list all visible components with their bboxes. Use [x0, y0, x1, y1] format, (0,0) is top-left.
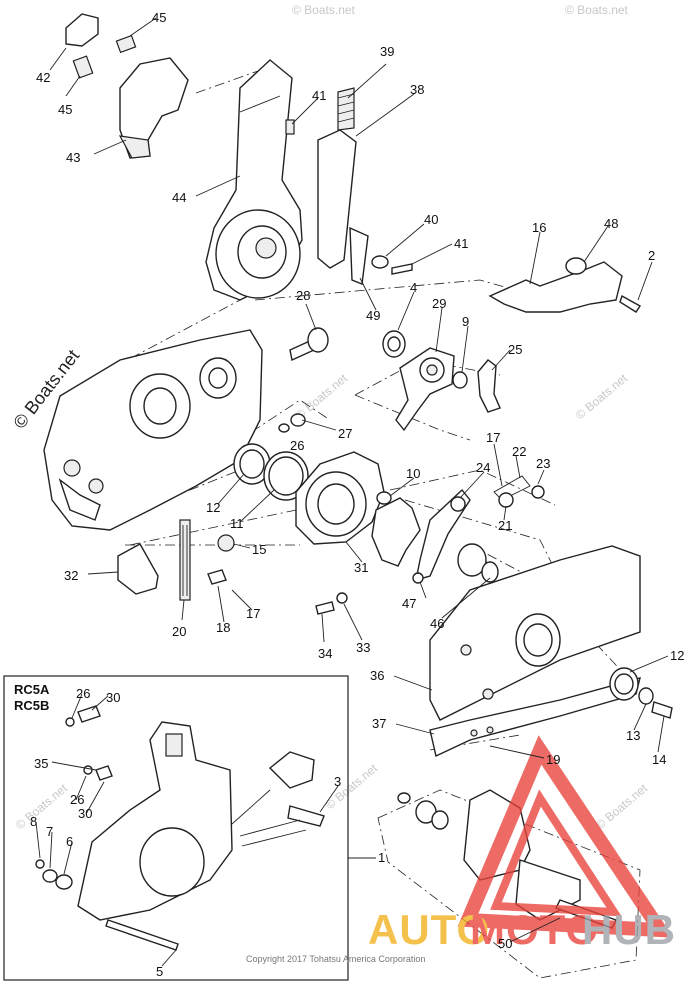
- callout-41: 41: [454, 236, 468, 251]
- brand-text-moto: MOTO: [470, 906, 599, 953]
- callout-8: 8: [30, 814, 37, 829]
- inset-label-rc5a: RC5A: [14, 682, 50, 697]
- callout-16: 16: [532, 220, 546, 235]
- switch-47: [457, 543, 499, 583]
- shaft-28: [289, 327, 329, 362]
- callout-22: 22: [512, 444, 526, 459]
- callout-24: 24: [476, 460, 490, 475]
- callout-21: 21: [498, 518, 512, 533]
- main-housing: [43, 329, 263, 531]
- callout-28: 28: [296, 288, 310, 303]
- callout-9: 9: [462, 314, 469, 329]
- watermark: © Boats.net: [292, 3, 356, 17]
- callout-2: 2: [648, 248, 655, 263]
- callout-45: 45: [152, 10, 166, 25]
- callout-37: 37: [372, 716, 386, 731]
- callout-48: 48: [604, 216, 618, 231]
- callout-26: 26: [70, 792, 84, 807]
- watermark: © Boats.net: [565, 3, 629, 17]
- callout-46: 46: [430, 616, 444, 631]
- callout-31: 31: [354, 560, 368, 575]
- callout-6: 6: [66, 834, 73, 849]
- callout-17: 17: [246, 606, 260, 621]
- brand-triangle: [457, 735, 674, 938]
- callout-26: 26: [290, 438, 304, 453]
- callout-18: 18: [216, 620, 230, 635]
- callout-17: 17: [486, 430, 500, 445]
- small-parts: [117, 519, 348, 615]
- callout-26: 26: [76, 686, 90, 701]
- callout-27: 27: [338, 426, 352, 441]
- callout-34: 34: [318, 646, 332, 661]
- bracket-38: [285, 87, 369, 285]
- callout-35: 35: [34, 756, 48, 771]
- callout-20: 20: [172, 624, 186, 639]
- callout-5: 5: [156, 964, 163, 979]
- callout-labels: 45 42 45 43 44 41 39 38 40 41 16 48 2 28…: [30, 10, 684, 979]
- copyright-text: Copyright 2017 Tohatsu America Corporati…: [246, 954, 425, 964]
- callout-14: 14: [652, 752, 666, 767]
- gear-31: [217, 451, 385, 552]
- callout-50: 50: [498, 936, 512, 951]
- bolt-14-group: [609, 667, 673, 719]
- callout-12: 12: [670, 648, 684, 663]
- spring-parts: [493, 475, 545, 508]
- callout-23: 23: [536, 456, 550, 471]
- callout-13: 13: [626, 728, 640, 743]
- callout-41: 41: [312, 88, 326, 103]
- callout-36: 36: [370, 668, 384, 683]
- link-plate: [371, 488, 471, 584]
- cam-plate-29: [395, 347, 501, 432]
- brand-text-auto: AUTO: [368, 906, 490, 953]
- callout-42: 42: [36, 70, 50, 85]
- watermark: © Boats.net: [13, 781, 71, 833]
- handle-grip-group: [65, 13, 189, 159]
- callout-43: 43: [66, 150, 80, 165]
- callout-7: 7: [46, 824, 53, 839]
- callout-11: 11: [230, 516, 244, 531]
- callout-4: 4: [410, 280, 417, 295]
- brand-logo: AUTO MOTO HUB: [368, 735, 676, 953]
- callout-32: 32: [64, 568, 78, 583]
- callout-30: 30: [106, 690, 120, 705]
- callout-1: 1: [378, 850, 385, 865]
- inset-label-rc5b: RC5B: [14, 698, 49, 713]
- watermark: © Boats.net: [593, 781, 651, 833]
- washer-40: [371, 255, 413, 275]
- callout-19: 19: [546, 752, 560, 767]
- callout-49: 49: [366, 308, 380, 323]
- callout-12: 12: [206, 500, 220, 515]
- callout-33: 33: [356, 640, 370, 655]
- brand-text-hub: HUB: [582, 906, 676, 953]
- callout-25: 25: [508, 342, 522, 357]
- callout-47: 47: [402, 596, 416, 611]
- side-plate-36: [429, 545, 641, 758]
- inset-box: RC5A RC5B: [3, 675, 349, 981]
- callout-30: 30: [78, 806, 92, 821]
- rings: [233, 330, 406, 501]
- cover-plate-16: [488, 257, 642, 313]
- callout-10: 10: [406, 466, 420, 481]
- callout-39: 39: [380, 44, 394, 59]
- callout-29: 29: [432, 296, 446, 311]
- callout-15: 15: [252, 542, 266, 557]
- watermark: © Boats.net: [573, 371, 631, 423]
- callout-44: 44: [172, 190, 186, 205]
- callout-40: 40: [424, 212, 438, 227]
- callout-3: 3: [334, 774, 341, 789]
- callout-45: 45: [58, 102, 72, 117]
- callout-38: 38: [410, 82, 424, 97]
- callout-leaders: [35, 17, 669, 967]
- watermark: © Boats.net: [323, 761, 381, 813]
- lever-arm: [205, 59, 303, 301]
